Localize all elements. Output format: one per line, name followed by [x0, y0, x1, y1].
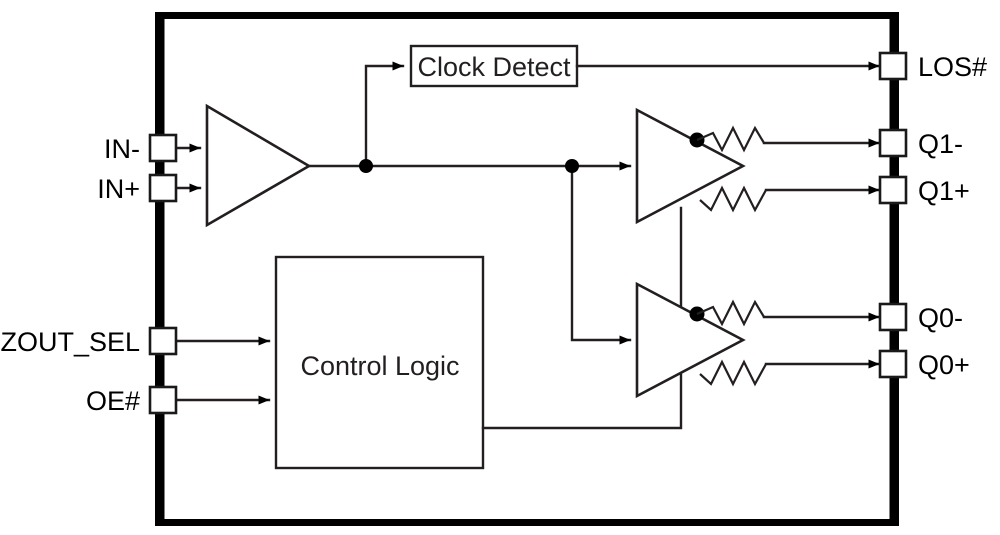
- pin-los[interactable]: LOS#: [878, 51, 987, 82]
- wire-branch-to-q0-buffer: [570, 164, 632, 345]
- pin-oe[interactable]: OE#: [86, 385, 178, 416]
- pin-label-zout-sel: ZOUT_SEL: [0, 327, 140, 357]
- pin-q0-minus[interactable]: Q0-: [878, 302, 963, 333]
- pin-label-los: LOS#: [918, 52, 987, 82]
- pin-box-in-minus[interactable]: [148, 133, 178, 163]
- pin-box-los[interactable]: [878, 51, 908, 81]
- pin-box-oe[interactable]: [148, 385, 178, 415]
- clock-detect-label: Clock Detect: [417, 52, 571, 82]
- pin-in-minus[interactable]: IN-: [104, 133, 178, 164]
- resistor-q0-plus: [699, 359, 767, 387]
- pin-box-q0-minus[interactable]: [878, 302, 908, 332]
- pin-box-in-plus[interactable]: [148, 173, 178, 203]
- pin-q1-minus[interactable]: Q1-: [878, 128, 963, 159]
- pin-box-q1-plus[interactable]: [878, 175, 908, 205]
- pin-label-q1-minus: Q1-: [918, 129, 963, 159]
- pin-label-q1-plus: Q1+: [918, 176, 970, 206]
- pin-label-in-plus: IN+: [97, 174, 140, 204]
- chip-outline: [155, 12, 899, 526]
- junction-dot-q0-branch: [565, 159, 579, 173]
- pin-label-oe: OE#: [86, 386, 140, 416]
- control-logic-label: Control Logic: [300, 351, 459, 381]
- pin-q0-plus[interactable]: Q0+: [878, 349, 970, 380]
- pin-q1-plus[interactable]: Q1+: [878, 175, 970, 206]
- wire-branch-to-clock-detect: [364, 61, 405, 168]
- pin-zout-sel[interactable]: ZOUT_SEL: [0, 326, 178, 357]
- resistor-q1-plus: [699, 185, 767, 213]
- resistor-q0-minus: [696, 299, 765, 327]
- junction-dot-clock-detect-tap: [359, 159, 373, 173]
- pin-box-q0-plus[interactable]: [878, 349, 908, 379]
- pin-label-q0-plus: Q0+: [918, 350, 970, 380]
- output-buffer-q0-triangle: [635, 281, 746, 399]
- pin-box-zout-sel[interactable]: [148, 326, 178, 356]
- input-buffer-triangle: [205, 103, 312, 228]
- pin-label-q0-minus: Q0-: [918, 303, 963, 333]
- control-logic-block[interactable]: [274, 255, 485, 470]
- output-buffer-q1-triangle: [635, 107, 746, 225]
- pin-in-plus[interactable]: IN+: [97, 173, 178, 204]
- resistor-q1-minus: [696, 125, 765, 153]
- pin-box-q1-minus[interactable]: [878, 128, 908, 158]
- pin-label-in-minus: IN-: [104, 134, 140, 164]
- wire-control-enable-bus: [481, 206, 683, 430]
